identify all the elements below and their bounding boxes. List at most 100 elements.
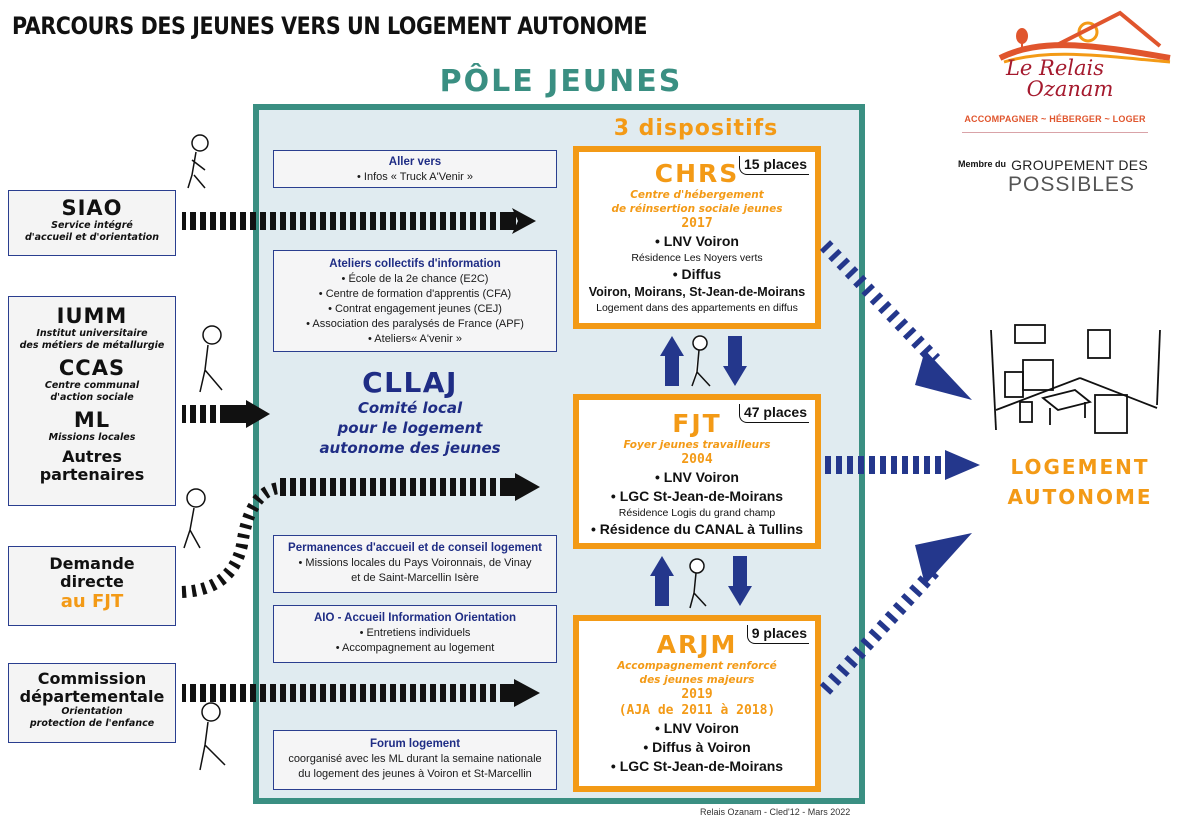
places-badge: 9 places <box>746 625 809 644</box>
dispositif-item: • Diffus <box>672 266 722 282</box>
dispositif-acronym: ARJM <box>656 630 738 659</box>
cllaj-block: CLLAJ Comité local pour le logement auto… <box>310 368 510 458</box>
dispositif-item: • LNV Voiron <box>655 469 739 485</box>
relais-ozanam-logo: Le Relais Ozanam ACCOMPAGNER ~ HÉBERGER … <box>960 8 1171 138</box>
arrows-chrs-fjt <box>660 336 747 386</box>
arrow-chrs-to-logement <box>819 240 972 400</box>
source-desc: Institut universitaire <box>36 328 148 339</box>
info-box-ateliers: Ateliers collectifs d'information • Écol… <box>273 250 557 352</box>
source-name: partenaires <box>39 465 145 484</box>
source-desc: Centre communal <box>44 380 140 391</box>
arrows-fjt-arjm <box>650 556 752 606</box>
dispositif-chrs: 15 places CHRS Centre d'hébergement de r… <box>573 146 821 329</box>
info-box-line: • Entretiens individuels <box>359 627 471 639</box>
logo-tagline: ACCOMPAGNER ~ HÉBERGER ~ LOGER <box>964 114 1146 124</box>
source-desc: Orientation <box>61 706 123 717</box>
footer-credit: Relais Ozanam - Cled'12 - Mars 2022 <box>700 807 851 817</box>
cllaj-desc-line: autonome des jeunes <box>319 439 501 457</box>
info-box-aio: AIO - Accueil Information Orientation • … <box>273 605 557 663</box>
source-name: directe <box>60 572 124 591</box>
dispositif-subtitle: des jeunes majeurs <box>639 674 755 686</box>
arrow-siao-to-chrs <box>182 208 536 234</box>
info-box-aller-vers: Aller vers • Infos « Truck A'Venir » <box>273 150 557 188</box>
info-box-line: • Association des paralysés de France (A… <box>306 318 524 330</box>
page-title: PARCOURS DES JEUNES VERS UN LOGEMENT AUT… <box>12 12 648 40</box>
info-box-line: • Infos « Truck A'Venir » <box>356 171 473 183</box>
source-name: départementale <box>19 687 165 706</box>
dispositif-item: • Diffus à Voiron <box>643 739 751 755</box>
goal-line: AUTONOME <box>1007 485 1153 509</box>
source-partners: IUMM Institut universitaire des métiers … <box>8 296 176 506</box>
info-box-line: • Contrat engagement jeunes (CEJ) <box>328 303 502 315</box>
house-sun-icon <box>998 10 1171 64</box>
source-desc: d'action sociale <box>50 392 134 403</box>
info-box-line: coorganisé avec les ML durant la semaine… <box>288 753 542 765</box>
logo-name: Le Relais Ozanam <box>960 58 1150 100</box>
pole-jeunes-title: PÔLE JEUNES <box>439 64 683 99</box>
info-box-permanences: Permanences d'accueil et de conseil loge… <box>273 535 557 593</box>
dispositif-subtitle: de réinsertion sociale jeunes <box>611 203 783 215</box>
source-desc: Missions locales <box>48 432 136 443</box>
info-box-line: • Missions locales du Pays Voironnais, d… <box>298 557 532 569</box>
info-box-line: et de Saint-Marcellin Isère <box>351 572 479 584</box>
dispositif-acronym: CHRS <box>654 159 740 188</box>
source-acronym: SIAO <box>61 196 123 220</box>
dispositif-item: • LNV Voiron <box>655 720 739 736</box>
places-badge: 47 places <box>738 404 809 423</box>
logo-name-line2: Ozanam <box>1026 77 1114 101</box>
arrow-fjt-to-logement <box>825 450 980 480</box>
dispositif-fjt: 47 places FJT Foyer jeunes travailleurs … <box>573 394 821 549</box>
info-box-line: • Accompagnement au logement <box>335 642 495 654</box>
cllaj-desc-line: Comité local <box>357 399 463 417</box>
walking-youth-icon <box>183 134 711 771</box>
dispositif-subtitle: Foyer jeunes travailleurs <box>623 439 771 451</box>
dispositif-subtitle: Accompagnement renforcé <box>617 660 777 672</box>
source-desc: protection de l'enfance <box>29 718 155 729</box>
dispositif-year: 2019 <box>681 687 713 702</box>
source-acronym: IUMM <box>56 304 128 328</box>
dispositif-subtitle: Centre d'hébergement <box>630 189 764 201</box>
source-name: Commission <box>37 669 147 688</box>
logo-name-line1: Le Relais <box>1005 56 1105 80</box>
arrow-partners-to-pole <box>182 400 270 428</box>
info-box-title: Forum logement <box>369 738 461 750</box>
membership-badge: Membre du GROUPEMENT DES POSSIBLES <box>958 155 1158 196</box>
dispositif-item: Résidence Logis du grand champ <box>618 507 776 519</box>
dispositif-arjm: 9 places ARJM Accompagnement renforcé de… <box>573 615 821 792</box>
source-acronym: ML <box>73 408 111 432</box>
source-desc: d'accueil et d'orientation <box>24 232 160 243</box>
logement-autonome-label: LOGEMENT AUTONOME <box>985 452 1175 512</box>
dispositif-item: Voiron, Moirans, St-Jean-de-Moirans <box>588 285 806 299</box>
dispositif-item: • LGC St-Jean-de-Moirans <box>610 488 784 504</box>
dispositif-item: • LGC St-Jean-de-Moirans <box>610 758 784 774</box>
dispositif-item: Résidence Les Noyers verts <box>631 252 763 264</box>
dispositifs-title: 3 dispositifs <box>613 116 779 141</box>
dispositif-year: 2004 <box>681 452 713 467</box>
cllaj-desc-line: pour le logement <box>337 419 483 437</box>
cllaj-description: Comité local pour le logement autonome d… <box>310 398 510 458</box>
info-box-title: Ateliers collectifs d'information <box>329 258 501 270</box>
info-box-line: • Centre de formation d'apprentis (CFA) <box>318 288 512 300</box>
dispositif-item: • Résidence du CANAL à Tullins <box>590 521 804 537</box>
info-box-title: AIO - Accueil Information Orientation <box>313 612 517 624</box>
dispositif-item: Logement dans des appartements en diffus <box>596 302 798 314</box>
places-badge: 15 places <box>738 156 809 175</box>
source-name: Autres <box>62 447 122 466</box>
logo-divider <box>962 132 1148 133</box>
apartment-sketch-icon <box>990 324 1161 434</box>
source-commission: Commission départementale Orientation pr… <box>8 663 176 743</box>
info-box-line: • Ateliers« A'venir » <box>368 333 462 345</box>
source-highlight: au FJT <box>60 591 124 612</box>
source-name: Demande <box>49 554 135 573</box>
goal-line: LOGEMENT <box>1010 455 1150 479</box>
arrow-commission-to-arjm <box>182 679 540 707</box>
dispositif-year: 2017 <box>681 216 713 231</box>
source-siao: SIAO Service intégré d'accueil et d'orie… <box>8 190 176 256</box>
arrow-arjm-to-logement <box>819 533 972 695</box>
source-demande-directe: Demande directe au FJT <box>8 546 176 626</box>
dispositif-year-note: (AJA de 2011 à 2018) <box>618 703 776 718</box>
arrow-demande-to-fjt <box>181 473 540 598</box>
membership-prefix: Membre du <box>958 159 1007 169</box>
membership-line1: GROUPEMENT DES <box>1011 157 1149 173</box>
